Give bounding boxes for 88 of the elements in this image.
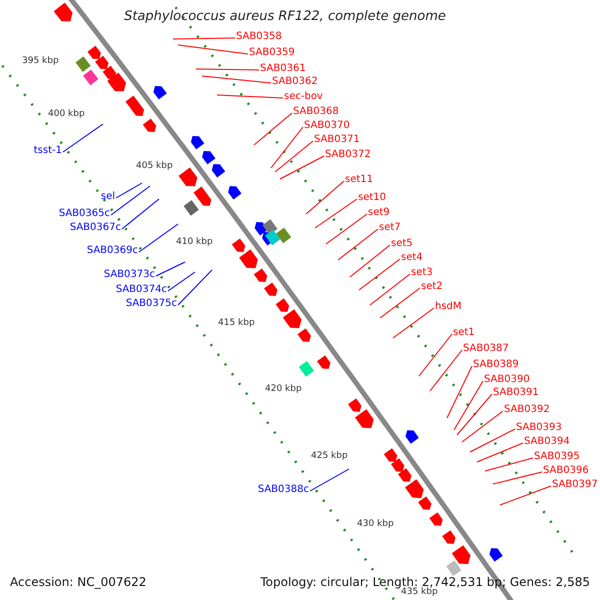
leader-line <box>178 44 248 54</box>
scale-label: 420 kbp <box>265 385 302 394</box>
gene-label: SAB0392 <box>504 405 550 415</box>
leader-line <box>156 262 186 276</box>
gene-label: SAB0369c <box>86 246 138 256</box>
leader-line <box>122 198 160 230</box>
leader-line <box>202 76 272 84</box>
leader-line <box>314 198 358 228</box>
gene-label: SAB0394 <box>524 437 570 447</box>
scale-label: 425 kbp <box>311 452 348 461</box>
gene-label: SAB0391 <box>493 388 539 398</box>
gene-label: set11 <box>345 175 374 185</box>
leader-line <box>476 442 524 462</box>
gene-label: SAB0362 <box>272 77 318 87</box>
leader-line <box>358 258 400 290</box>
gene-label: SAB0390 <box>484 375 530 385</box>
leader-line <box>62 124 104 152</box>
scale-label: 395 kbp <box>22 57 59 66</box>
gene-label: set10 <box>358 193 386 203</box>
leader-line <box>370 274 410 306</box>
gene-label: set1 <box>453 328 475 338</box>
gene-label: SAB0359 <box>249 48 295 58</box>
leader-line <box>430 350 462 392</box>
leader-line <box>392 308 434 338</box>
leader-line <box>168 272 196 292</box>
gene-label: set4 <box>401 253 423 263</box>
accession-text: Accession: NC_007622 <box>10 576 146 588</box>
gene-label: SAB0375c <box>126 299 177 309</box>
gene-label: SAB0358 <box>236 32 282 42</box>
gene-label: SAB0393 <box>516 423 562 433</box>
gene-label: SAB0373c <box>104 270 155 280</box>
leader-line <box>172 38 236 40</box>
gene-label: set5 <box>391 239 413 249</box>
gene-label: SAB0397 <box>552 480 598 490</box>
leader-line <box>110 186 150 216</box>
gene-label: SAB0396 <box>543 466 589 476</box>
leader-line <box>116 182 142 198</box>
gene-label: SAB0389 <box>473 360 519 370</box>
leader-line <box>418 334 452 376</box>
leader-line <box>178 270 212 306</box>
map-title: Staphylococcus aureus RF122, complete genome <box>123 10 447 23</box>
leader-line <box>280 156 324 180</box>
gene-label: tsst-1 <box>34 146 62 156</box>
gene-label: SAB0387 <box>463 344 509 354</box>
gene-label: hsdM <box>435 302 462 312</box>
leader-line <box>350 244 390 278</box>
scale-label: 415 kbp <box>218 319 255 328</box>
gene-label: SAB0368 <box>293 107 339 117</box>
gene-label: SAB0395 <box>534 452 580 462</box>
leader-line <box>274 140 314 172</box>
scale-label: 405 kbp <box>136 162 173 171</box>
gene-label: SAB0371 <box>314 135 360 145</box>
scale-label: 410 kbp <box>176 238 213 247</box>
leader-line <box>338 228 378 260</box>
leader-line <box>454 380 484 430</box>
scale-label: 430 kbp <box>357 520 394 529</box>
leader-line <box>310 468 350 492</box>
leader-line <box>138 224 178 252</box>
leader-line <box>254 112 292 146</box>
scale-label: 400 kbp <box>48 110 85 119</box>
gene-label: SAB0388c <box>258 485 309 495</box>
leader-line <box>470 428 516 452</box>
leader-line <box>270 126 304 168</box>
gene-label: SAB0361 <box>260 64 306 74</box>
leader-line <box>484 458 534 472</box>
gene-label: set9 <box>368 208 390 218</box>
leader-line <box>492 472 542 484</box>
gene-label: set7 <box>379 223 401 233</box>
gene-label: sel <box>100 192 115 202</box>
gene-label: SAB0374c <box>116 285 167 295</box>
leader-line <box>196 68 260 70</box>
genome-info-text: Topology: circular; Length: 2,742,531 bp; Genes: 2,585 <box>260 576 590 588</box>
gene-label: set3 <box>411 268 433 278</box>
gene-label: SAB0370 <box>304 121 350 131</box>
gene-label: SAB0372 <box>325 150 371 160</box>
gene-label: SAB0365c <box>58 209 110 219</box>
gene-label: sec-bov <box>284 92 323 102</box>
leader-line <box>306 180 344 214</box>
leader-line <box>462 410 504 442</box>
gene-label: SAB0367c <box>70 223 121 233</box>
leader-line <box>326 214 368 244</box>
leader-line <box>456 394 492 436</box>
leader-line <box>216 94 284 98</box>
leader-line <box>500 486 552 506</box>
scale-label: 435 kbp <box>401 588 438 597</box>
leader-line <box>446 366 472 418</box>
gene-label: set2 <box>421 282 443 292</box>
leader-line <box>380 288 420 318</box>
